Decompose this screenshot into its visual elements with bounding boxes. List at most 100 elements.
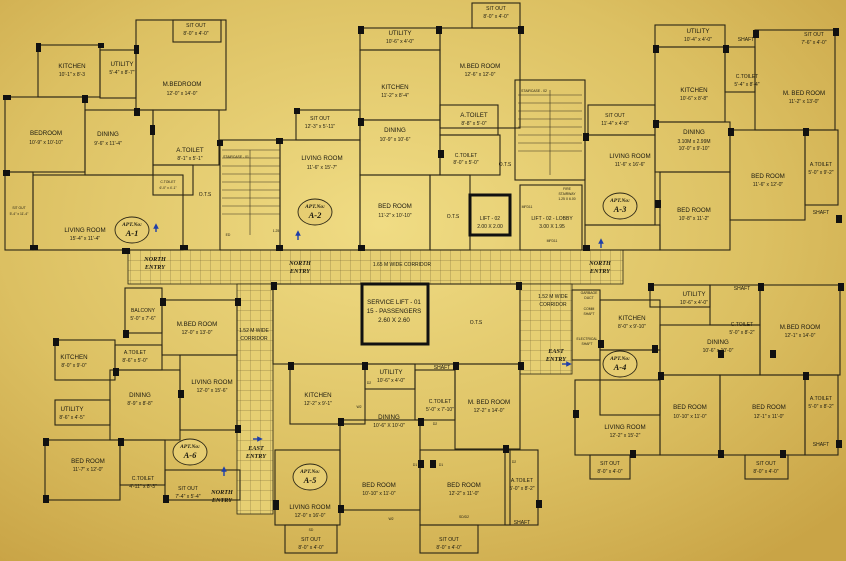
label: 10'-4" x 4'-0" — [684, 37, 712, 43]
room-label: LIVING ROOM — [609, 153, 650, 160]
label: COMM — [584, 307, 595, 311]
label: 11'-6" x 12'-0" — [753, 182, 784, 188]
label: 10'-6" x 4'-0" — [377, 378, 405, 384]
label: SIT OUT — [756, 461, 776, 467]
label: 10'-6" X 10'-0" — [373, 423, 405, 429]
apt-label: APT.No: — [609, 356, 630, 362]
room-label: KITCHEN — [60, 354, 87, 361]
label: 7'-4" x 5'-4" — [175, 494, 200, 500]
label: 8'-0" x 9'-10" — [618, 324, 646, 330]
room-label: UTILITY — [388, 30, 411, 37]
label: 8'-6" x 4'-5" — [59, 415, 84, 421]
apt-number: A-4 — [613, 362, 627, 372]
room-label: A.TOILET — [460, 112, 488, 119]
room-label: BEDROOM — [30, 130, 62, 137]
label: 12'-3" x 5'-11" — [305, 124, 336, 130]
columns — [3, 26, 844, 513]
label: 12'-0" x 16'-0" — [295, 513, 326, 519]
entry-label: NORTH — [288, 260, 311, 267]
entry-arrows — [153, 223, 604, 476]
label: SHAFT — [434, 365, 450, 371]
label: SIT OUT — [186, 23, 206, 29]
label: D1 — [439, 463, 443, 467]
label: SIT OUT — [486, 6, 506, 12]
label: 6'-0" x 4'-1" — [159, 186, 177, 190]
label: SIT OUT — [605, 113, 625, 119]
label: SIT OUT — [804, 32, 824, 38]
label: 10'-6" x 10'-0" — [703, 348, 734, 354]
label: 12'-0" x 14'-0" — [167, 91, 198, 97]
label: C.TOILET — [160, 180, 175, 184]
label: A.TOILET — [511, 478, 533, 484]
room-label: BED ROOM — [362, 482, 396, 489]
label: D2 — [512, 460, 516, 464]
label: 5'-0" x 7'-10" — [426, 407, 454, 413]
room-label: LIVING ROOM — [289, 504, 330, 511]
label: 10'-9" x 10'-10" — [29, 140, 63, 146]
label: 5'-0" x 8'-2" — [729, 330, 754, 336]
room-label: BED ROOM — [378, 203, 412, 210]
entry-label: ENTRY — [589, 268, 611, 275]
label: SHAFT — [583, 312, 594, 316]
label: SIT OUT — [12, 206, 25, 210]
label: A.TOILET — [810, 396, 832, 402]
label: MFD11 — [547, 239, 558, 243]
room-label: LIVING ROOM — [64, 227, 105, 234]
label: MFD11 — [522, 205, 533, 209]
room-label: M. BED ROOM — [783, 90, 825, 97]
label: 10'-6" x 4'-0" — [680, 300, 708, 306]
label: 8'-0" x 4'-0" — [753, 469, 778, 475]
label: SD — [309, 528, 314, 532]
label: SIT OUT — [301, 537, 321, 543]
room-label: LIVING ROOM — [604, 424, 645, 431]
label: 5'-0" x 8'-2" — [509, 486, 534, 492]
label: SIT OUT — [439, 537, 459, 543]
label: 10'-1" x 8'-3 — [59, 72, 85, 78]
room-label: KITCHEN — [680, 87, 707, 94]
label: SIT OUT — [178, 486, 198, 492]
label: 11'-2" x 13'-0" — [789, 99, 820, 105]
entry-label: NORTH — [588, 260, 611, 267]
label: C.TOILET — [429, 399, 451, 405]
label: 2.60 X 2.60 — [378, 317, 410, 324]
label: 10'-6" x 8'-8" — [680, 96, 708, 102]
room-label: LIVING ROOM — [301, 155, 342, 162]
apt-number: A-1 — [125, 228, 139, 238]
label: STAIRCASE - 01 — [223, 155, 249, 159]
label: 10'-8" x 11'-2" — [679, 216, 710, 222]
label: 15'-4" x 11'-4" — [70, 236, 101, 242]
label: W2 — [356, 405, 361, 409]
label: DUCT — [584, 296, 593, 300]
label: 10'-0" x 9'-10" — [679, 146, 710, 152]
entry-label: ENTRY — [211, 497, 233, 504]
room-label: DINING — [384, 127, 406, 134]
label: 8'-6" x 5'-0" — [122, 358, 147, 364]
room-label: M. BED ROOM — [468, 399, 510, 406]
label: 11'-4" x 4'-8" — [601, 121, 629, 127]
room-label: LIVING ROOM — [191, 379, 232, 386]
label: 5'-0" x 8'-2" — [808, 404, 833, 410]
label: SHAFT — [581, 342, 592, 346]
entry-label: ENTRY — [245, 453, 267, 460]
label: CORRIDOR — [240, 336, 268, 342]
label: SERVICE LIFT - 01 — [367, 299, 421, 306]
label: SHAFT — [738, 37, 754, 43]
room-label: KITCHEN — [304, 392, 331, 399]
room-label: DINING — [97, 131, 119, 138]
label: 10'-9" x 10'-6" — [380, 137, 411, 143]
label: 11'-7" x 12'-0" — [73, 467, 104, 473]
room-label: M.BED ROOM — [780, 324, 821, 331]
label: C.TOILET — [455, 153, 477, 159]
label: 8'-0" x 9'-0" — [61, 363, 86, 369]
label: 11'-2" x 10'-10" — [378, 213, 411, 219]
label: 8'-0" x 4'-0" — [483, 14, 508, 20]
label: SIT OUT — [310, 116, 330, 122]
label: 10'-10" x 11'-0" — [673, 414, 706, 420]
label: CORRIDOR — [539, 302, 567, 308]
label: 3.10M x 2.99M — [677, 139, 710, 145]
room-label: A.TOILET — [176, 147, 204, 154]
label: O.T.S — [199, 192, 212, 198]
label: 12'-1" x 14'-0" — [785, 333, 816, 339]
room-label: UTILITY — [60, 406, 83, 413]
